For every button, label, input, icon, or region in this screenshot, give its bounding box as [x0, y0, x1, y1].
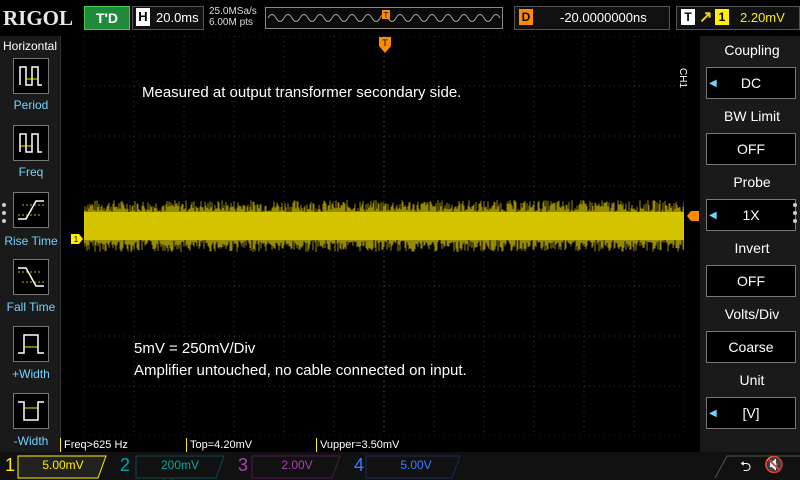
channel-tag: CH1 — [677, 68, 688, 89]
noise-spikes — [84, 200, 684, 252]
trigger-status-badge[interactable]: T'D — [84, 6, 130, 30]
horizontal-scale-value: 20.0ms — [156, 10, 199, 25]
fall-time-label: Fall Time — [6, 300, 56, 314]
measurement-freq[interactable]: Freq>625 Hz — [60, 438, 184, 453]
unit-button[interactable]: [V] — [706, 397, 796, 429]
rise-time-icon[interactable] — [13, 192, 49, 228]
usb-icon: ⮌ — [740, 458, 752, 474]
trigger-position-marker — [382, 10, 390, 19]
menu-page-dot — [793, 219, 797, 223]
period-label: Period — [13, 98, 49, 112]
status-tray — [714, 455, 800, 479]
channel-tabs — [17, 455, 461, 479]
speaker-muted-icon[interactable]: 🔇 — [764, 457, 784, 474]
left-menu-title: Horizontal — [2, 39, 58, 53]
invert-button[interactable]: OFF — [706, 265, 796, 297]
freq-label: Freq — [18, 165, 44, 179]
menu-page-dot — [793, 203, 797, 207]
trigger-time-marker-label: T — [382, 38, 388, 48]
pos-width-label: +Width — [12, 367, 50, 381]
delay-box[interactable] — [514, 6, 670, 30]
ch1-offset-marker[interactable]: 1 — [70, 233, 84, 245]
trigger-source: 1 — [715, 9, 729, 25]
rising-edge-icon: ↗ — [699, 9, 713, 26]
delay-label: D — [519, 9, 533, 25]
menu-page-dot — [2, 211, 6, 215]
invert-title: Invert — [734, 240, 770, 256]
rise-time-label: Rise Time — [4, 234, 58, 248]
trigger-level: 2.20mV — [740, 10, 785, 25]
unit-arrow-icon: ◀ — [709, 408, 717, 419]
menu-page-dot — [793, 211, 797, 215]
rigol-logo: RIGOL — [3, 6, 74, 30]
waveform-display[interactable] — [84, 36, 684, 436]
memory-depth: 6.00M pts — [209, 17, 253, 28]
trigger-label: T — [681, 9, 695, 25]
top-annotation: Measured at output transformer secondary… — [142, 84, 462, 101]
menu-page-dot — [2, 203, 6, 207]
ch2-number[interactable]: 2 — [120, 455, 131, 475]
channel-menu — [700, 36, 800, 452]
measurement-top[interactable]: Top=4.20mV — [186, 438, 314, 453]
condition-annotation: Amplifier untouched, no cable connected … — [134, 362, 467, 379]
volts-div-title: Volts/Div — [724, 306, 780, 322]
trigger-time-marker[interactable]: T — [378, 36, 392, 54]
unit-title: Unit — [739, 372, 765, 388]
pos-width-icon[interactable] — [13, 326, 49, 362]
ch3-scale[interactable]: 2.00V — [281, 458, 313, 472]
horizontal-label: H — [136, 8, 150, 26]
ch1-scale[interactable]: 5.00mV — [42, 458, 84, 472]
memory-overview-bar[interactable]: T — [265, 7, 503, 29]
volts-div-button[interactable]: Coarse — [706, 331, 796, 363]
coupling-title: Coupling — [724, 42, 780, 58]
freq-icon[interactable] — [13, 125, 49, 161]
ch1-offset-marker-label: 1 — [74, 235, 79, 244]
menu-page-dot — [2, 219, 6, 223]
memory-overview-waveform: T — [267, 10, 501, 22]
probe-arrow-icon: ◀ — [709, 210, 717, 221]
coupling-arrow-icon: ◀ — [709, 78, 717, 89]
ch2-scale[interactable]: 200mV — [160, 458, 200, 472]
delay-value: -20.0000000ns — [560, 10, 647, 25]
probe-button[interactable]: 1X — [706, 199, 796, 231]
ch1-number[interactable]: 1 — [5, 455, 16, 475]
trigger-level-marker[interactable] — [686, 210, 700, 222]
fall-time-icon[interactable] — [13, 259, 49, 295]
probe-title: Probe — [733, 174, 771, 190]
coupling-button[interactable]: DC — [706, 67, 796, 99]
neg-width-icon[interactable] — [13, 393, 49, 429]
measurement-vupper[interactable]: Vupper=3.50mV — [316, 438, 444, 453]
ch3-number[interactable]: 3 — [238, 455, 249, 475]
period-icon[interactable] — [13, 58, 49, 94]
scale-annotation: 5mV = 250mV/Div — [134, 340, 256, 357]
trigger-box[interactable] — [676, 6, 800, 30]
ch4-number[interactable]: 4 — [354, 455, 365, 475]
bw-limit-title: BW Limit — [724, 108, 780, 124]
left-measure-menu — [0, 36, 61, 452]
ch4-scale[interactable]: 5.00V — [400, 458, 432, 472]
neg-width-label: -Width — [13, 434, 49, 448]
trigger-position-marker-label: T — [384, 11, 389, 20]
sample-rate: 25.0MSa/s — [209, 6, 257, 17]
bw-limit-button[interactable]: OFF — [706, 133, 796, 165]
ch1-noise-trace — [84, 200, 684, 252]
